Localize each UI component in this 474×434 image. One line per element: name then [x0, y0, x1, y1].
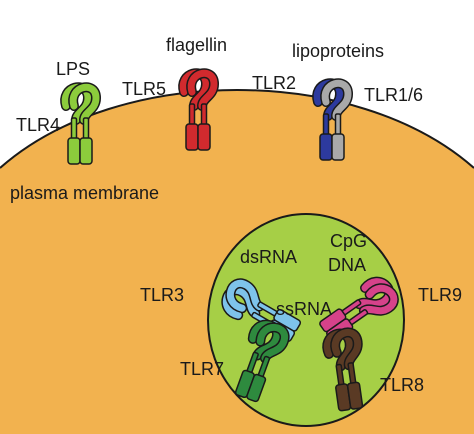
tlr7-label: TLR7: [180, 359, 225, 379]
tlr8-receptor: [322, 327, 364, 412]
ssrna-label: ssRNA: [276, 299, 333, 319]
tlr5-receptor: [178, 68, 220, 151]
tlr7-receptor: [234, 319, 290, 403]
dsrna-label: dsRNA: [240, 247, 298, 267]
tlr4-receptor-ectodomain-2: [68, 82, 102, 125]
tlr4-receptor-tir-domain-2: [79, 137, 93, 165]
tlr2-tlr1-6-receptor-stem-2: [334, 113, 342, 137]
tlr2-tlr1-6-receptor-ectodomain-1: [312, 78, 346, 121]
tlr7-receptor-ectodomain-1: [247, 319, 282, 361]
tlr8-receptor-tir-domain-2: [346, 381, 364, 410]
tlr2-tlr1-6-receptor-ectodomain-2: [320, 78, 354, 121]
tlr9-label: TLR9: [418, 285, 463, 305]
flagellin-label: flagellin: [166, 35, 228, 55]
dna-label: DNA: [328, 255, 367, 275]
tlr4-receptor-ectodomain-1: [60, 82, 94, 125]
plasma-membrane-label: plasma membrane: [10, 183, 160, 203]
tlr5-receptor-ectodomain-1: [178, 68, 212, 111]
tlr4-receptor-tir-domain-1: [67, 137, 81, 165]
tlr2-label: TLR2: [252, 73, 297, 93]
tlr8-label: TLR8: [380, 375, 425, 395]
tlr7-receptor-tir-domain-2: [246, 373, 267, 403]
tlr7-receptor-ectodomain-2: [255, 322, 290, 364]
tlr2-tlr1-6-receptor-tir-domain-1: [319, 133, 333, 161]
tlr2-tlr1-6-receptor-stem-1: [322, 113, 330, 137]
tlr9-receptor-ectodomain-1: [354, 276, 395, 310]
tlr1-6-label: TLR1/6: [364, 85, 424, 105]
tlr4-receptor-stem-2: [82, 117, 90, 141]
cpg-label: CpG: [330, 231, 368, 251]
tlr5-receptor-stem-1: [188, 103, 196, 127]
tlr3-label: TLR3: [140, 285, 185, 305]
tlr8-receptor-ectodomain-1: [322, 328, 355, 372]
tlr5-receptor-tir-domain-2: [197, 123, 211, 151]
tlr5-receptor-stem-2: [200, 103, 208, 127]
tlr5-receptor-tir-domain-1: [185, 123, 199, 151]
tlr4-receptor: [60, 82, 102, 165]
tlr3-receptor-tir-domain-2: [273, 308, 302, 332]
tlr2-tlr1-6-receptor: [312, 78, 354, 161]
lps-label: LPS: [56, 59, 91, 79]
tlr5-receptor-ectodomain-2: [186, 68, 220, 111]
tlr4-receptor-stem-1: [70, 117, 78, 141]
tlr4-label: TLR4: [16, 115, 61, 135]
tlr5-label: TLR5: [122, 79, 167, 99]
tlr3-receptor-ectodomain-1: [221, 285, 261, 321]
tlr9-receptor-ectodomain-2: [358, 283, 399, 316]
tlr3-receptor-ectodomain-2: [225, 278, 265, 314]
lipoproteins-label: lipoproteins: [292, 41, 385, 61]
tlr2-tlr1-6-receptor-tir-domain-2: [331, 133, 345, 161]
tlr8-receptor-ectodomain-2: [330, 327, 363, 371]
